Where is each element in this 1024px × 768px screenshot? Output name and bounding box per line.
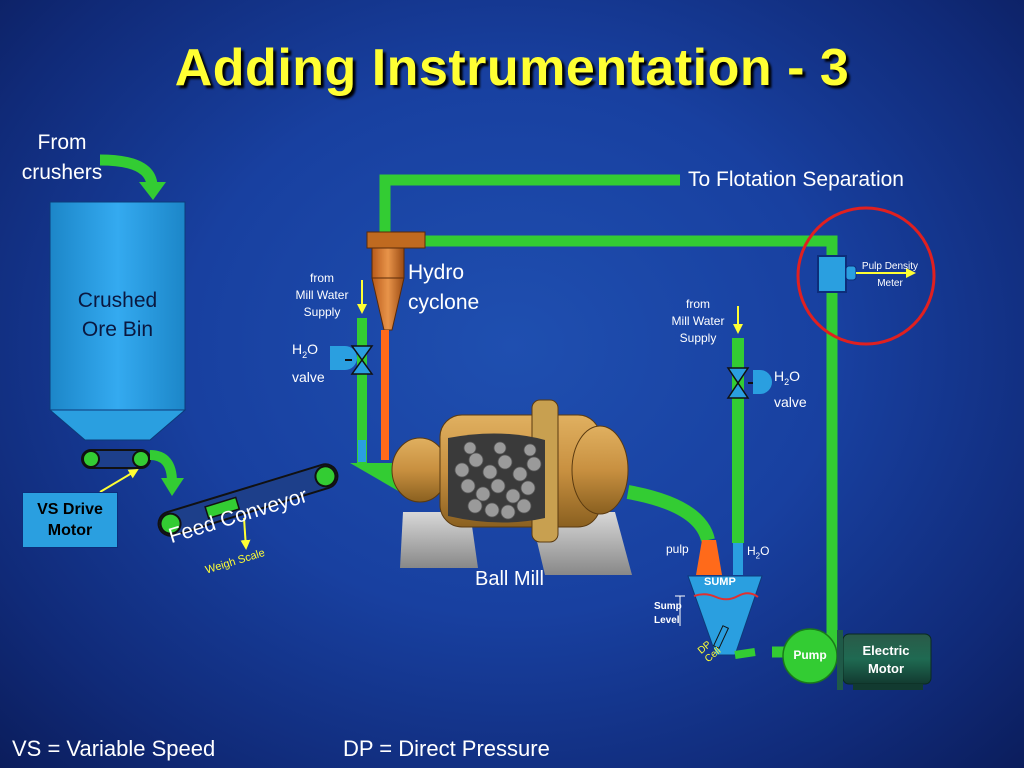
sump-label: SUMP xyxy=(704,576,736,588)
pump-label: Pump xyxy=(793,648,827,662)
hydrocyclone xyxy=(366,231,426,460)
footer-vs-definition: VS = Variable Speed xyxy=(12,736,216,761)
weigh-scale-arrow xyxy=(240,517,251,550)
right-h2o-valve-label: H2O valve xyxy=(774,368,807,410)
right-h2o-valve xyxy=(726,367,772,399)
dp-cell xyxy=(712,625,730,649)
crushed-ore-bin xyxy=(48,201,187,441)
mill-feed-chute xyxy=(350,463,400,492)
ball-mill-label: Ball Mill xyxy=(475,568,544,590)
electric-motor xyxy=(837,630,932,690)
vs-drive-signal-arrow xyxy=(99,468,139,493)
ball-mill xyxy=(391,399,632,575)
bin-belt-feeder xyxy=(81,449,151,469)
crusher-feed-pipe xyxy=(99,154,166,200)
sump-h2o-label: H2O xyxy=(747,544,770,561)
highlight-circle xyxy=(796,206,936,346)
footer-dp-definition: DP = Direct Pressure xyxy=(343,736,550,761)
to-flotation-label: To Flotation Separation xyxy=(688,168,904,191)
left-water-supply-line xyxy=(357,280,367,463)
feed-conveyor xyxy=(157,463,339,537)
left-h2o-valve xyxy=(330,345,374,375)
slide-title: Adding Instrumentation - 3 xyxy=(174,39,850,97)
bin-to-conveyor-chute xyxy=(149,450,184,496)
pulp-flow xyxy=(696,540,722,575)
pulp-density-meter xyxy=(817,255,916,293)
left-h2o-valve-label: H2O valve xyxy=(292,341,325,385)
overflow-pipe-to-flotation xyxy=(379,174,680,236)
pulp-label: pulp xyxy=(666,542,689,556)
mill-discharge-pipe xyxy=(626,485,715,543)
sump-to-pump-pipe xyxy=(734,648,756,659)
